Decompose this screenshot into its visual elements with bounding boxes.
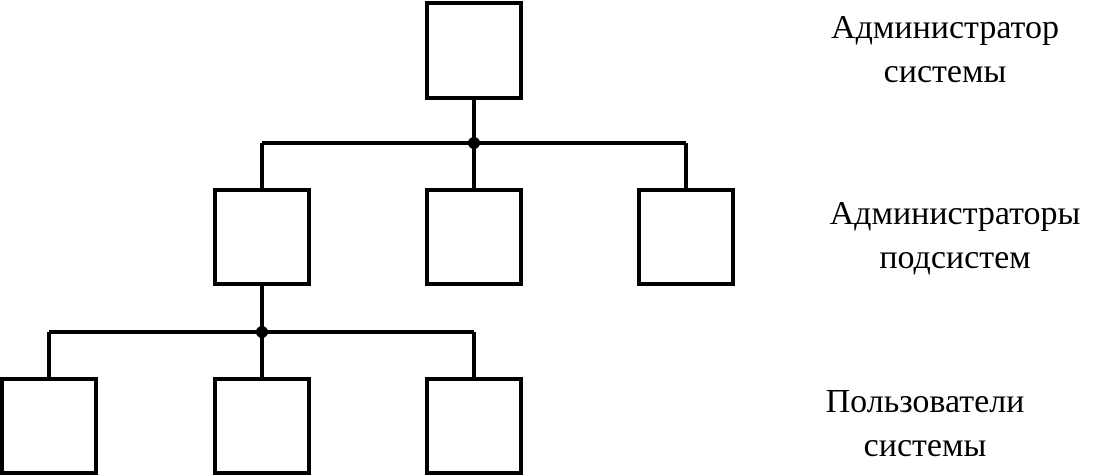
node-user-3 <box>425 377 523 475</box>
node-subsystem-admin-1 <box>213 188 311 286</box>
node-subsystem-admin-2 <box>425 188 523 286</box>
node-user-1 <box>0 377 98 475</box>
label-system-users-line1: Пользователи <box>825 383 1025 420</box>
node-user-2 <box>213 377 311 475</box>
label-subsystem-admins-line2: подсистем <box>879 239 1031 276</box>
label-system-users-line2: системы <box>863 427 987 464</box>
label-system-admin-line2: системы <box>883 53 1007 90</box>
junction-level3 <box>256 326 268 338</box>
label-system-admin: Администратор системы <box>800 6 1090 94</box>
nodes <box>0 1 735 475</box>
node-subsystem-admin-3 <box>637 188 735 286</box>
label-subsystem-admins-line1: Администраторы <box>829 195 1081 232</box>
edges <box>47 98 688 379</box>
label-system-admin-line1: Администратор <box>831 9 1059 46</box>
label-subsystem-admins: Администраторы подсистем <box>800 192 1110 280</box>
node-system-admin <box>425 1 523 100</box>
junction-level2 <box>468 137 480 149</box>
label-system-users: Пользователи системы <box>790 380 1060 468</box>
